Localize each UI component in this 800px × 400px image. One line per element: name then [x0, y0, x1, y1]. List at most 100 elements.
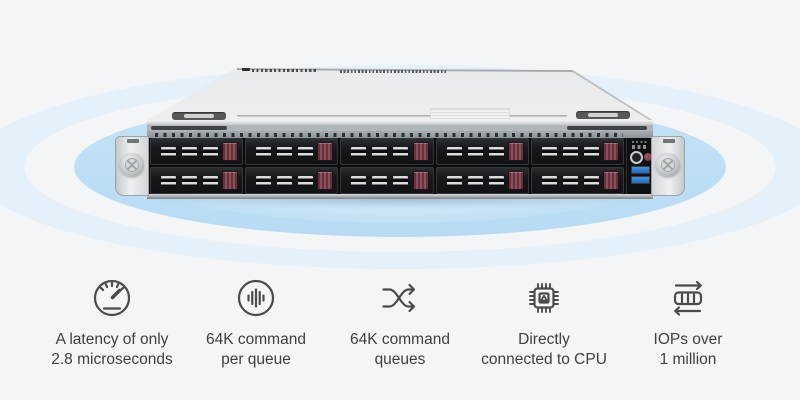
front-bottom-lip [147, 194, 653, 199]
drive-tray [530, 167, 624, 194]
tray-release-latch [507, 142, 524, 161]
drive-tray [340, 138, 434, 165]
tray-vent-slot [583, 175, 599, 186]
usb-port [631, 176, 650, 184]
cover-groove [237, 114, 567, 117]
waveform-icon [234, 276, 278, 320]
tray-vent-slot [372, 175, 388, 186]
tray-vent-slot [372, 146, 388, 157]
tray-release-latch [412, 171, 429, 190]
feature-row: A latency of only 2.8 microseconds 64K c… [0, 276, 800, 370]
rack-ear-right [651, 136, 685, 196]
ear-notch [663, 139, 675, 143]
front-vent-strip [147, 131, 653, 138]
usb-port [631, 166, 650, 174]
front-recess [151, 125, 227, 130]
front-top-lip [147, 120, 653, 125]
server-front-face [147, 120, 654, 199]
tray-vent-slot [351, 146, 367, 157]
brand-logo [242, 68, 250, 71]
drive-tray [530, 138, 624, 165]
tray-vent-slot [203, 146, 218, 157]
tray-vent-slot [256, 146, 272, 157]
gauge-icon [90, 276, 134, 320]
tray-vent-slot [393, 175, 409, 186]
power-button [630, 151, 643, 164]
tray-release-latch [412, 142, 429, 161]
tray-release-latch [507, 171, 524, 190]
tray-vent-slot [351, 175, 367, 186]
feature-text-line: 1 million [659, 351, 717, 368]
cover-vent-dots [252, 68, 318, 72]
feature-text-line: 2.8 microseconds [51, 351, 173, 368]
feature-text-line: Directly [518, 331, 570, 348]
feature-text-line: 64K command [206, 331, 306, 348]
feature-text-line: A latency of only [55, 331, 169, 348]
queue-icon [666, 276, 710, 320]
feature-latency: A latency of only 2.8 microseconds [42, 276, 183, 370]
tray-vent-slot [256, 175, 272, 186]
cover-label-sticker [430, 108, 510, 121]
feature-iops: IOPs over 1 million [618, 276, 759, 370]
cover-latch [172, 112, 226, 120]
rack-ear-left [115, 136, 149, 196]
tray-release-latch [222, 171, 239, 190]
vent-dashes [155, 132, 623, 137]
drive-tray [435, 167, 529, 194]
tray-vent-slot [393, 146, 409, 157]
tray-release-latch [317, 142, 334, 161]
drive-tray [245, 138, 339, 165]
tray-vent-slot [277, 146, 293, 157]
front-recess [567, 125, 647, 130]
tray-vent-slot [182, 175, 197, 186]
drive-tray [150, 138, 244, 165]
tray-vent-slot [467, 146, 483, 157]
cover-vent-dots [340, 70, 448, 73]
tray-release-latch [222, 142, 239, 161]
tray-vent-slot [182, 146, 197, 157]
feature-text-line: 64K command [350, 331, 450, 348]
feature-text-line: connected to CPU [481, 351, 607, 368]
drive-tray [340, 167, 434, 194]
tray-vent-slot [467, 175, 483, 186]
tray-vent-slot [562, 146, 578, 157]
latch-handle [184, 114, 214, 118]
front-midband [147, 125, 653, 131]
status-leds [632, 141, 649, 143]
feature-text-line: queues [374, 351, 426, 368]
tray-release-latch [602, 171, 619, 190]
tray-vent-slot [541, 146, 557, 157]
tray-vent-slot [583, 146, 599, 157]
tray-vent-slot [541, 175, 557, 186]
shuffle-icon [378, 276, 422, 320]
feature-text-line: IOPs over [653, 331, 723, 348]
tray-release-latch [602, 142, 619, 161]
latch-handle [588, 113, 618, 117]
drive-tray [435, 138, 529, 165]
tray-vent-slot [446, 175, 462, 186]
feature-command-queues: 64K command queues [330, 276, 471, 370]
panel-icons [632, 145, 649, 149]
tray-vent-slot [298, 146, 314, 157]
drive-tray [150, 167, 244, 194]
tray-release-latch [317, 171, 334, 190]
thumbscrew [120, 153, 144, 177]
tray-vent-slot [488, 175, 504, 186]
tray-vent-slot [161, 175, 176, 186]
tray-vent-slot [161, 146, 176, 157]
front-control-panel [626, 138, 654, 194]
drive-bays [150, 138, 624, 194]
drive-tray [245, 167, 339, 194]
feature-commands-per-queue: 64K command per queue [186, 276, 327, 370]
tray-vent-slot [488, 146, 504, 157]
ear-notch [127, 139, 139, 143]
tray-vent-slot [446, 146, 462, 157]
cpu-icon [522, 276, 566, 320]
tray-vent-slot [562, 175, 578, 186]
tray-vent-slot [298, 175, 314, 186]
tray-vent-slot [203, 175, 218, 186]
feature-cpu: Directly connected to CPU [474, 276, 615, 370]
thumbscrew [656, 153, 680, 177]
